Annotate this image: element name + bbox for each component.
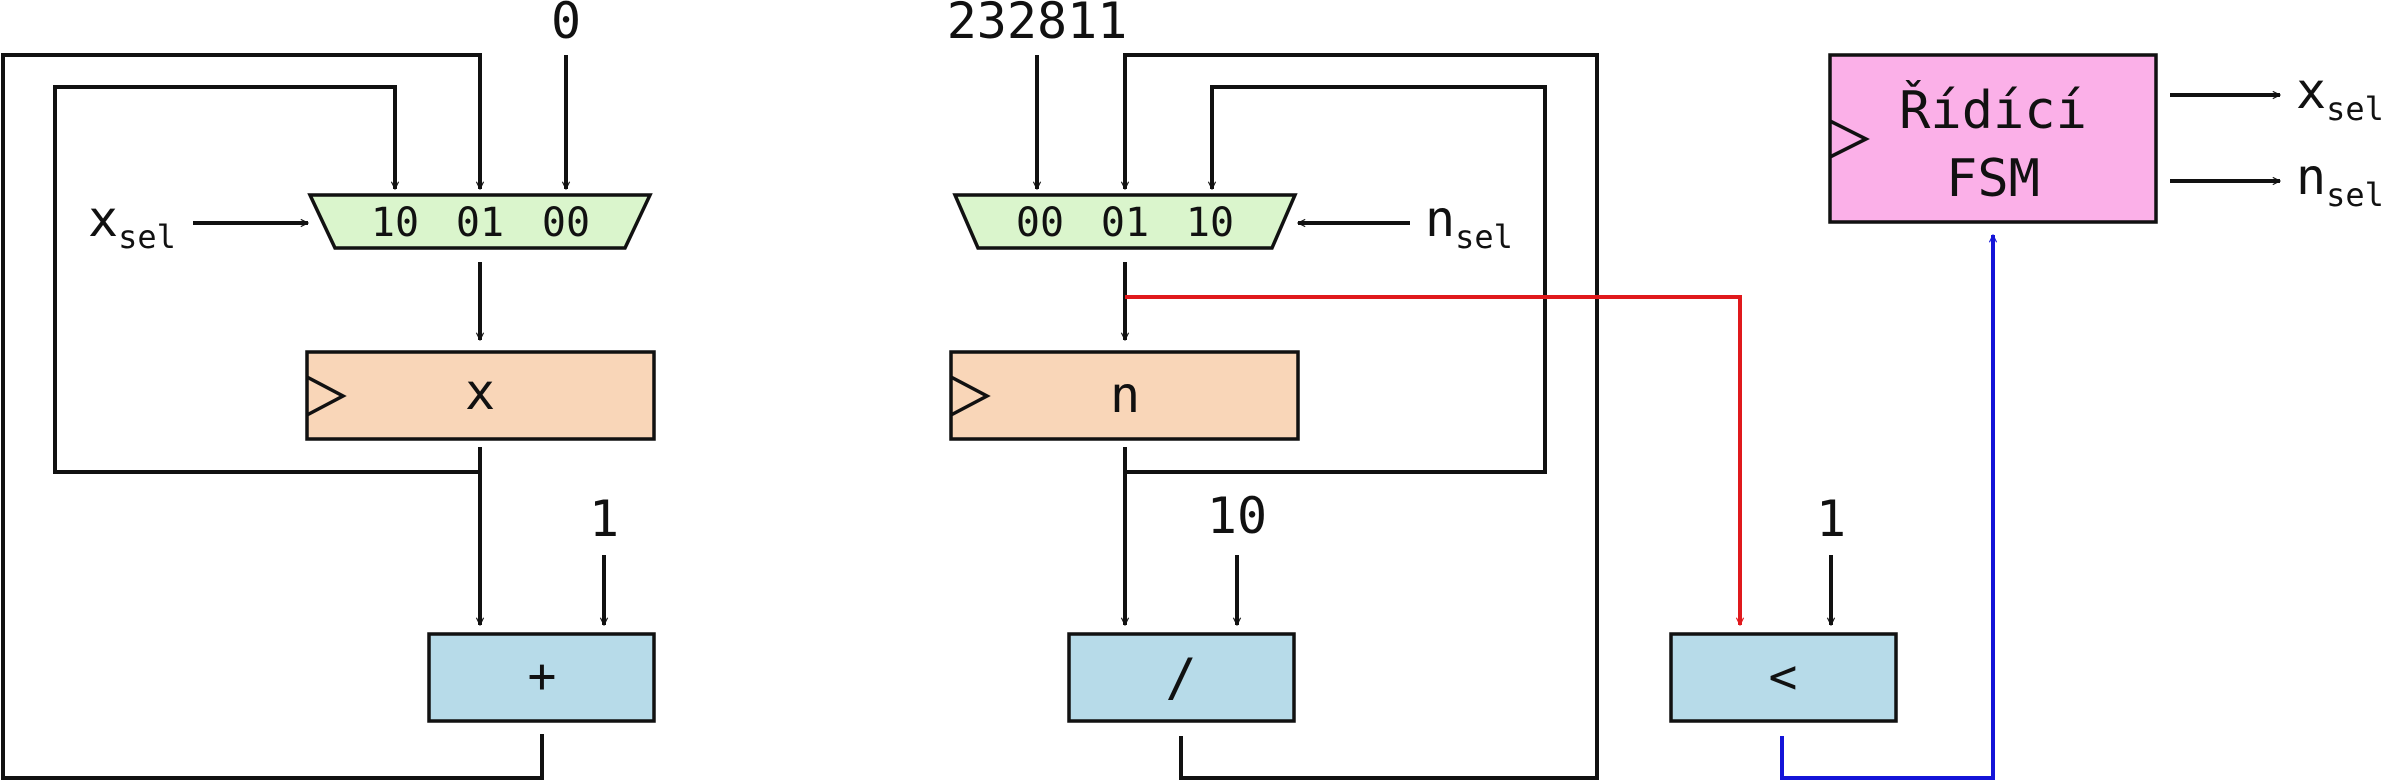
const-label-232811: 232811 bbox=[947, 0, 1128, 50]
const-label-cmp-1: 1 bbox=[1816, 490, 1846, 548]
x-sel-output-label: xsel bbox=[2296, 62, 2384, 128]
x-mux-input-label: 01 bbox=[456, 200, 504, 246]
x-sel-input-subscript: sel bbox=[118, 218, 176, 256]
const-label-0: 0 bbox=[551, 0, 581, 50]
wire-div-to-n-mux bbox=[1125, 53, 1599, 780]
comparator-box bbox=[1669, 632, 1898, 723]
x-mux-input-label: 10 bbox=[371, 200, 419, 246]
x-register-box bbox=[305, 350, 656, 441]
const-label-div-10: 10 bbox=[1207, 487, 1267, 545]
fsm-box bbox=[1828, 53, 2158, 224]
control-fsm: Řídící FSM bbox=[1828, 53, 2158, 224]
x-register-label: x bbox=[465, 363, 495, 421]
comparator: < bbox=[1669, 632, 1898, 723]
x-sel-input-label: xsel bbox=[88, 190, 176, 256]
n-sel-input-subscript: sel bbox=[1455, 218, 1513, 256]
n-sel-output-label: nsel bbox=[2296, 148, 2384, 214]
x-mux-shape bbox=[307, 193, 653, 250]
n-mux-shape bbox=[952, 193, 1298, 250]
x-sel-output-subscript: sel bbox=[2326, 90, 2384, 128]
divider-box bbox=[1067, 632, 1296, 723]
n-register: n bbox=[949, 350, 1300, 441]
wire-x-to-x-mux bbox=[53, 85, 480, 474]
n-sel-input-label: nsel bbox=[1425, 190, 1513, 256]
fsm-subtitle: FSM bbox=[1946, 149, 2040, 209]
n-register-label: n bbox=[1110, 366, 1140, 424]
wire-add-to-x-mux bbox=[1, 53, 544, 780]
wire-n-to-n-mux bbox=[1125, 85, 1547, 474]
fsm-clock-icon bbox=[1829, 119, 1870, 159]
x-multiplexer: 10 01 00 bbox=[307, 193, 653, 250]
n-register-box bbox=[949, 350, 1300, 441]
adder-box bbox=[427, 632, 656, 723]
wire-n-mux-to-compare bbox=[1125, 295, 1740, 625]
x-mux-input-label: 00 bbox=[542, 200, 590, 246]
n-register-clock-icon bbox=[950, 375, 991, 417]
divider: / bbox=[1067, 632, 1296, 723]
divider-label: / bbox=[1165, 648, 1196, 708]
x-register-clock-icon bbox=[306, 375, 347, 417]
adder: + bbox=[427, 632, 656, 723]
wire-compare-to-fsm bbox=[1780, 235, 1993, 780]
x-register: x bbox=[305, 350, 656, 441]
adder-label: + bbox=[528, 648, 557, 704]
n-multiplexer: 00 01 10 bbox=[952, 193, 1298, 250]
fsm-title: Řídící bbox=[1899, 80, 2087, 141]
comparator-label: < bbox=[1769, 649, 1798, 705]
const-label-add-1: 1 bbox=[589, 490, 619, 548]
n-mux-input-label: 01 bbox=[1101, 200, 1149, 246]
n-mux-input-label: 10 bbox=[1186, 200, 1234, 246]
n-sel-output-subscript: sel bbox=[2326, 176, 2384, 214]
n-mux-input-label: 00 bbox=[1016, 200, 1064, 246]
